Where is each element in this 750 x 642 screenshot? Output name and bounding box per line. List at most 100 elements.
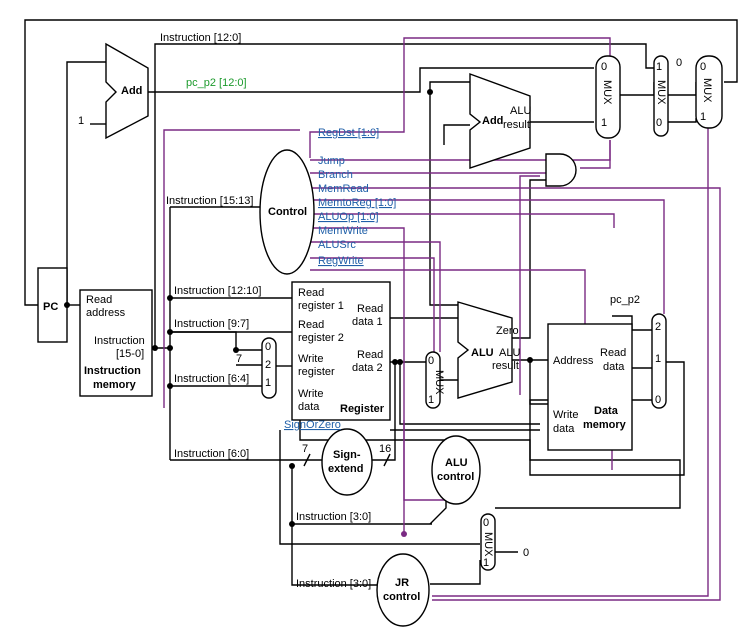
- rf-wda: Write: [298, 388, 323, 400]
- regdst-mux: 0 2 1 7: [236, 337, 277, 399]
- bm-mux: MUX: [601, 80, 613, 105]
- jm-0: 0: [656, 117, 662, 129]
- pc-adder-label: Add: [121, 85, 142, 97]
- label-instr-9-7: Instruction [9:7]: [174, 318, 249, 330]
- jsm-1: 1: [483, 557, 489, 569]
- signal-regdst: RegDst [1:0]: [318, 127, 379, 139]
- jr-select-mux: 0 1 MUX 0: [480, 513, 529, 571]
- alusrc-mux: 0 1 MUX: [425, 351, 445, 409]
- alu-result-b: result: [492, 360, 519, 372]
- pc-label: PC: [43, 301, 58, 313]
- jrc-a: JR: [395, 577, 409, 589]
- sx-b: extend: [328, 463, 363, 475]
- alu-zero: Zero: [496, 325, 519, 337]
- signal-alusrc: ALUSrc: [318, 239, 356, 251]
- rf-rd1a: Read: [357, 303, 383, 315]
- memtoreg-mux: 2 1 0 pc_p2: [610, 294, 667, 409]
- signal-memtoreg: MemtoReg [1:0]: [318, 197, 396, 209]
- sx-in-width: 7: [302, 443, 308, 455]
- ba-result: result: [503, 119, 530, 131]
- jrc-b: control: [383, 591, 420, 603]
- signal-jump: Jump: [318, 155, 345, 167]
- dm-address: Address: [553, 355, 594, 367]
- im-instruction: Instruction: [94, 335, 145, 347]
- rf-rr2b: register 2: [298, 332, 344, 344]
- dm-read-b: data: [603, 361, 625, 373]
- alu-control: ALU control: [431, 435, 481, 505]
- dm-title1: Data: [594, 405, 619, 417]
- signal-branch: Branch: [318, 169, 353, 181]
- jrm-1: 1: [700, 111, 706, 123]
- alu-label: ALU: [471, 347, 494, 359]
- rf-rr2a: Read: [298, 319, 324, 331]
- im-title2: memory: [93, 379, 137, 391]
- im-address: address: [86, 307, 126, 319]
- rf-rr1a: Read: [298, 287, 324, 299]
- instruction-memory: Read address Instruction [15-0] Instruct…: [79, 289, 153, 397]
- jrm-in0: 0: [676, 57, 682, 69]
- signal-pc-p2: pc_p2 [12:0]: [186, 77, 247, 89]
- data-memory: Address Read data Write data Data memory: [547, 323, 633, 451]
- branch-adder: Add ALU result: [469, 72, 531, 169]
- asm-1: 1: [428, 394, 434, 406]
- asm-mux: MUX: [433, 370, 445, 395]
- label-instr-12-0: Instruction [12:0]: [160, 32, 241, 44]
- rf-rd2a: Read: [357, 349, 383, 361]
- sign-extend: Sign- extend 7 16: [302, 428, 391, 496]
- jr-mux: 0 1 MUX 0: [676, 55, 723, 129]
- im-read: Read: [86, 294, 112, 306]
- ac-a: ALU: [445, 457, 468, 469]
- field-labels: Instruction [12:0] Instruction [15:13] I…: [160, 32, 371, 590]
- dm-write-b: data: [553, 423, 575, 435]
- jr-control: JR control: [376, 553, 430, 627]
- label-instr-15-13: Instruction [15:13]: [166, 195, 253, 207]
- jm-1: 1: [656, 61, 662, 73]
- ac-b: control: [437, 471, 474, 483]
- mtr-2: 2: [655, 321, 661, 333]
- rf-rr1b: register 1: [298, 300, 344, 312]
- control-unit: Control: [259, 149, 315, 275]
- dm-title2: memory: [583, 419, 627, 431]
- label-instr-6-4: Instruction [6:4]: [174, 373, 249, 385]
- signal-memwrite: MemWrite: [318, 225, 368, 237]
- control-wires: [163, 37, 721, 601]
- sx-out-width: 16: [379, 443, 391, 455]
- ba-alu: ALU: [510, 105, 531, 117]
- signal-regwrite: RegWrite: [318, 255, 364, 267]
- rdm-2: 2: [265, 359, 271, 371]
- rf-title: Register: [340, 403, 385, 415]
- rf-rd1b: data 1: [352, 316, 383, 328]
- label-instr-3-0-a: Instruction [3:0]: [296, 511, 371, 523]
- const-zero: 0: [523, 547, 529, 559]
- rf-rd2b: data 2: [352, 362, 383, 374]
- const-one: 1: [78, 115, 84, 127]
- signal-aluop: ALUOp [1:0]: [318, 211, 379, 223]
- register-file: Read register 1 Read register 2 Write re…: [291, 281, 391, 421]
- data-wires: [24, 19, 738, 586]
- bm-1: 1: [601, 117, 607, 129]
- signal-memread: MemRead: [318, 183, 369, 195]
- branch-mux: 0 1 MUX: [595, 55, 621, 139]
- sx-a: Sign-: [333, 449, 361, 461]
- rf-wrb: register: [298, 366, 335, 378]
- signal-signorzero: SignOrZero: [284, 419, 341, 431]
- alu: ALU Zero ALU result: [457, 301, 520, 399]
- dm-read-a: Read: [600, 347, 626, 359]
- dm-write-a: Write: [553, 409, 578, 421]
- junction-dots: [64, 89, 533, 537]
- jrm-0: 0: [700, 61, 706, 73]
- mtr-1: 1: [655, 353, 661, 365]
- im-bits: [15-0]: [116, 348, 144, 360]
- pc-adder: Add 1: [78, 42, 149, 140]
- jm-mux: MUX: [655, 80, 667, 105]
- ba-add: Add: [482, 115, 503, 127]
- control-label: Control: [268, 206, 307, 218]
- alu-result-a: ALU: [499, 347, 520, 359]
- jsm-mux: MUX: [482, 532, 494, 557]
- label-instr-6-0: Instruction [6:0]: [174, 448, 249, 460]
- jsm-0: 0: [483, 517, 489, 529]
- jump-mux: 1 0 MUX: [653, 55, 669, 137]
- pc-register: PC: [37, 267, 68, 343]
- signal-labels: pc_p2 [12:0] RegDst [1:0] Jump Branch Me…: [186, 77, 396, 431]
